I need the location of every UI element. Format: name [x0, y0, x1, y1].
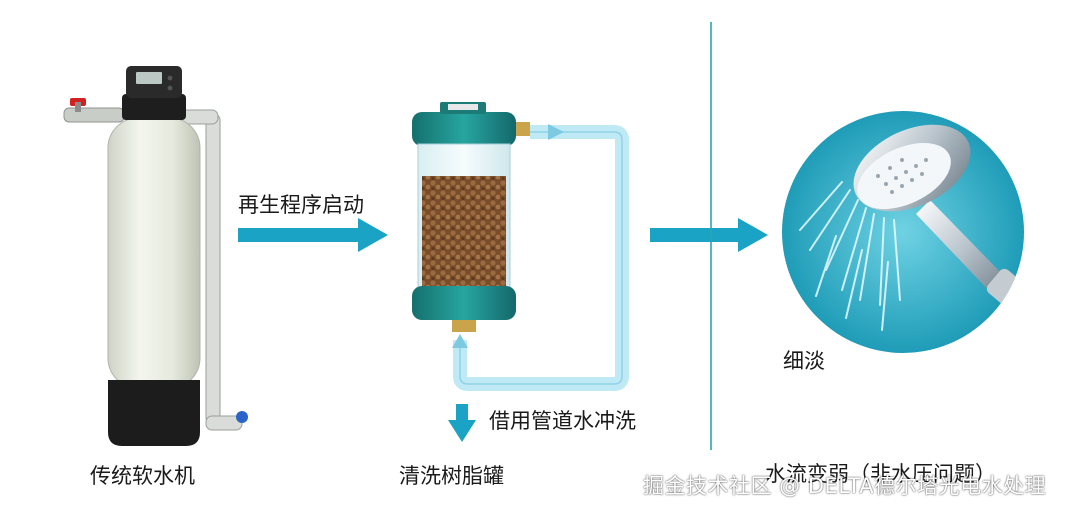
thin-flow-label: 细淡 — [783, 349, 825, 373]
backflush-down-arrow — [448, 404, 476, 442]
backflush-label: 借用管道水冲洗 — [489, 409, 636, 433]
resin-tank-label: 清洗树脂罐 — [399, 464, 504, 488]
resin-filter-canister-icon — [412, 102, 629, 391]
regeneration-label: 再生程序启动 — [238, 193, 364, 217]
softener-label: 传统软水机 — [90, 464, 195, 488]
shower-head-icon — [782, 111, 1024, 353]
result-label: 水流变弱（非水压问题） — [765, 462, 996, 486]
watermark: 掘金技术社区 @ DELTA德尔塔光电水处理 — [643, 474, 1047, 498]
result-arrow — [650, 218, 768, 252]
regeneration-arrow — [238, 218, 388, 252]
water-softener-icon — [63, 66, 248, 446]
